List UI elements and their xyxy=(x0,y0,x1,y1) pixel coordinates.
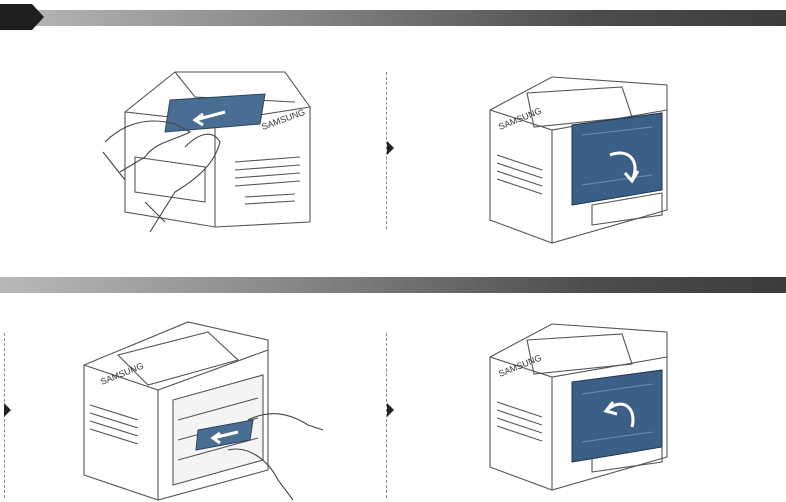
section-header-bar xyxy=(0,10,786,26)
rotate-arrow-icon xyxy=(609,151,640,184)
rotate-arrow-icon xyxy=(603,401,635,428)
step-tab-icon xyxy=(0,4,44,30)
step-divider xyxy=(386,333,387,498)
rear-cover-panel xyxy=(571,112,663,206)
paper-sheet-icon xyxy=(195,419,254,451)
step-divider xyxy=(386,72,387,229)
section-divider-bar xyxy=(0,277,786,293)
illustration-remove-paper-rear: SAMSUNG xyxy=(83,321,324,501)
illustration-open-rear-cover: SAMSUNG xyxy=(489,76,668,244)
paper-sheet-icon xyxy=(164,93,266,133)
illustration-remove-paper-top: SAMSUNG xyxy=(102,71,311,233)
illustration-close-rear-cover: SAMSUNG xyxy=(489,323,668,491)
rear-cover-panel xyxy=(571,369,663,463)
next-step-arrow-icon xyxy=(4,403,11,417)
next-step-arrow-icon xyxy=(387,141,394,155)
next-step-arrow-icon xyxy=(387,403,394,417)
